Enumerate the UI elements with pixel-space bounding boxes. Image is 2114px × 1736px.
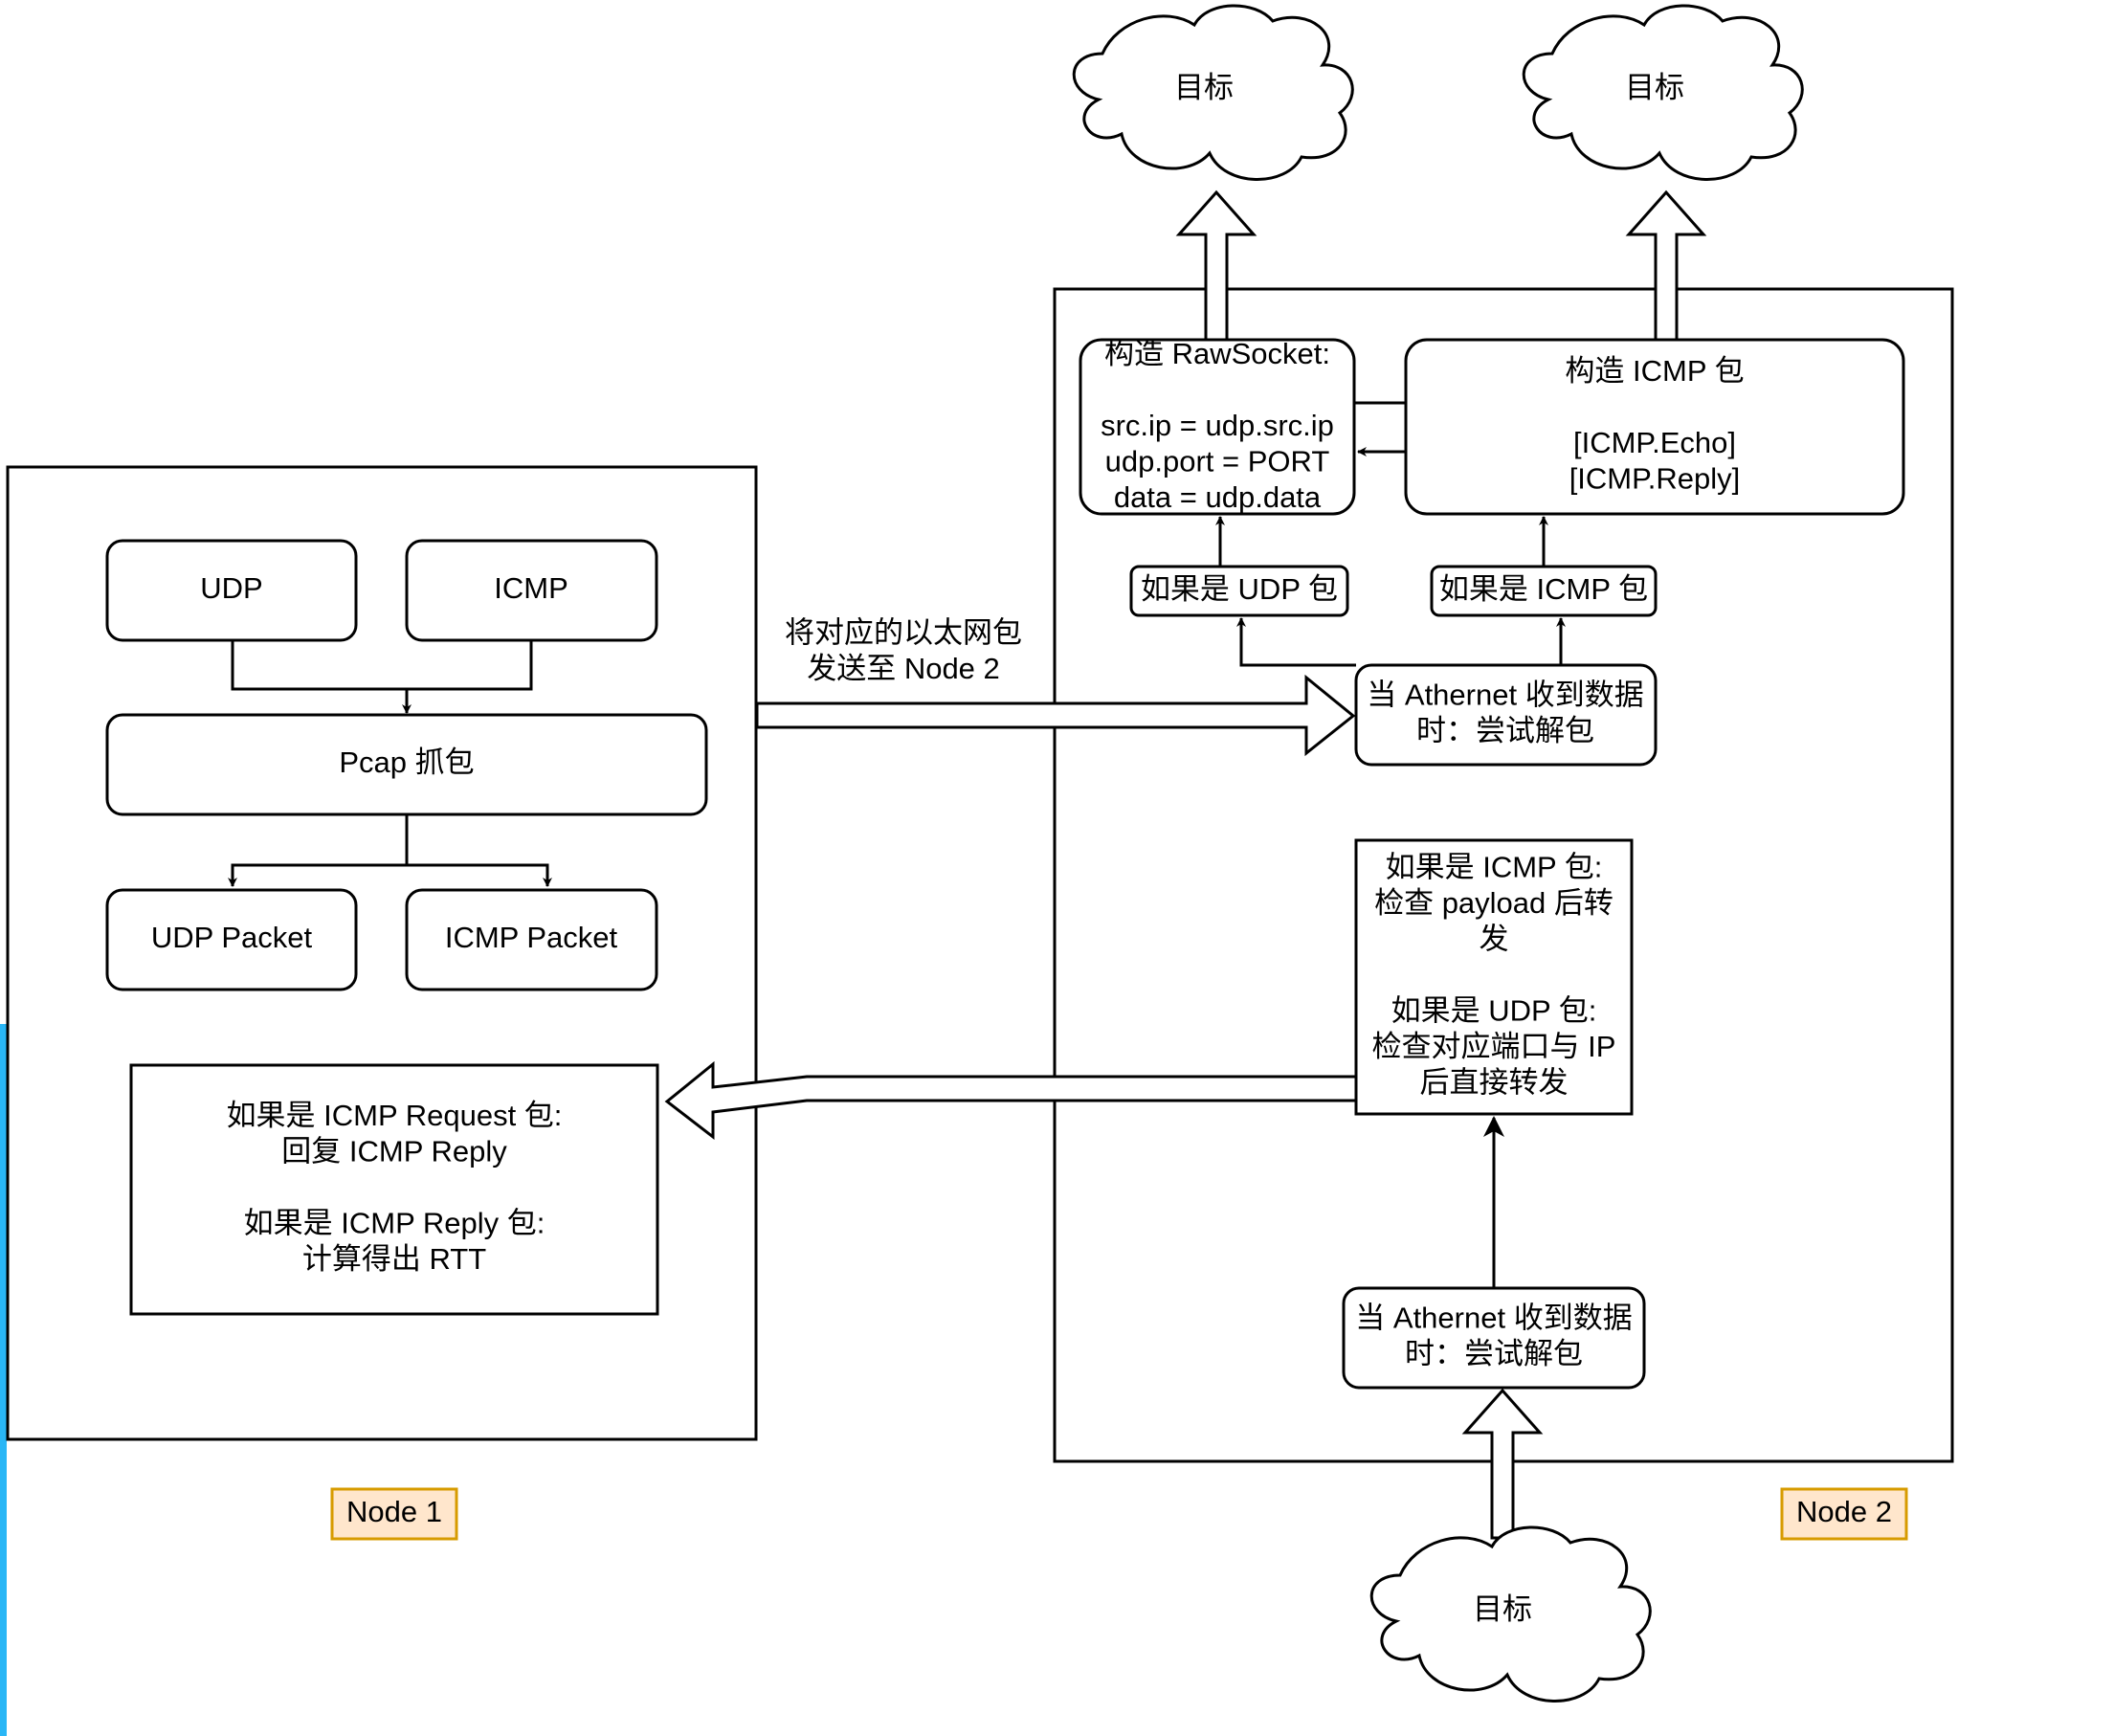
text-line: 构造 RawSocket: bbox=[1104, 337, 1330, 370]
text-line: udp.port = PORT bbox=[1105, 445, 1330, 479]
link-label: 将对应的以太网包发送至 Node 2 bbox=[785, 615, 1022, 685]
target-label-left: 目标 bbox=[1174, 71, 1234, 104]
text-line bbox=[390, 1170, 399, 1204]
forward-text: 如果是 ICMP 包:检查 payload 后转发 如果是 UDP 包:检查对应… bbox=[1372, 851, 1616, 1100]
icmp-reply-box bbox=[129, 1063, 659, 1316]
text-line: 检查 payload 后转 bbox=[1374, 886, 1613, 920]
icmp-packet-label: ICMP Packet bbox=[445, 921, 618, 954]
udp-to-pcap-line bbox=[231, 640, 407, 691]
text-line bbox=[1490, 958, 1499, 991]
node1-to-node2-arrow bbox=[755, 674, 1356, 757]
if-icmp-label: 如果是 ICMP 包 bbox=[1439, 572, 1648, 606]
if-udp-box bbox=[1129, 565, 1349, 617]
text-line: 时：尝试解包 bbox=[1416, 714, 1594, 747]
icmp-packet-box bbox=[405, 888, 658, 991]
text-line: 构造 ICMP 包 bbox=[1565, 354, 1744, 388]
recv-top-box bbox=[1354, 663, 1658, 767]
icmp-build-text: 构造 ICMP 包 [ICMP.Echo][ICMP.Reply] bbox=[1565, 354, 1744, 496]
text-line: 计算得出 RTT bbox=[302, 1242, 486, 1276]
node1-tag bbox=[330, 1487, 458, 1541]
text-line: 当 Athernet 收到数据 bbox=[1367, 678, 1643, 711]
text-line: [ICMP.Reply] bbox=[1569, 461, 1741, 495]
node2-tag-label: Node 2 bbox=[1796, 1495, 1892, 1528]
recv-top-text: 当 Athernet 收到数据时：尝试解包 bbox=[1367, 678, 1643, 747]
text-line: 当 Athernet 收到数据 bbox=[1355, 1301, 1632, 1334]
text-line bbox=[1213, 373, 1222, 407]
target-to-recv-arrow bbox=[1461, 1388, 1544, 1540]
icmp-to-pcap-line bbox=[402, 640, 533, 714]
icmp-build-box bbox=[1404, 338, 1905, 516]
text-line: 后直接转发 bbox=[1420, 1066, 1569, 1100]
udp-label: UDP bbox=[200, 571, 262, 605]
text-line: 如果是 ICMP Request 包: bbox=[227, 1099, 563, 1132]
icmp-reply-text: 如果是 ICMP Request 包:回复 ICMP Reply 如果是 ICM… bbox=[227, 1099, 563, 1276]
target-label-bottom: 目标 bbox=[1473, 1592, 1532, 1626]
target-cloud-left: 目标 bbox=[1072, 4, 1354, 181]
text-line: src.ip = udp.src.ip bbox=[1101, 409, 1334, 442]
target-label-right: 目标 bbox=[1625, 71, 1684, 104]
rawsocket-box bbox=[1079, 338, 1356, 516]
text-line: 时：尝试解包 bbox=[1405, 1337, 1583, 1370]
rawsocket-to-target-arrow bbox=[1175, 189, 1257, 342]
text-line: 发送至 Node 2 bbox=[807, 652, 1000, 685]
left-edge-accent bbox=[0, 1024, 7, 1736]
text-line: 发 bbox=[1480, 923, 1509, 956]
icmp-to-target-arrow bbox=[1625, 189, 1707, 342]
udp-packet-box bbox=[105, 888, 358, 991]
node2-tag bbox=[1780, 1487, 1908, 1541]
pcap-label: Pcap 抓包 bbox=[339, 746, 474, 779]
text-line: 将对应的以太网包 bbox=[785, 615, 1022, 649]
if-udp-label: 如果是 UDP 包 bbox=[1141, 572, 1338, 606]
text-line: 如果是 UDP 包: bbox=[1391, 994, 1597, 1028]
pcap-to-udp-packet bbox=[228, 863, 407, 887]
text-line: 回复 ICMP Reply bbox=[281, 1135, 507, 1168]
text-line: 如果是 ICMP Reply 包: bbox=[244, 1207, 545, 1240]
node1-tag-label: Node 1 bbox=[346, 1495, 442, 1528]
text-line bbox=[1651, 389, 1659, 423]
target-cloud-right: 目标 bbox=[1522, 4, 1804, 181]
icmp-label: ICMP bbox=[494, 571, 568, 605]
pcap-to-icmp-packet bbox=[407, 863, 552, 887]
text-line: data = udp.data bbox=[1114, 480, 1322, 514]
text-line: [ICMP.Echo] bbox=[1573, 426, 1736, 459]
text-line: 如果是 ICMP 包: bbox=[1386, 851, 1603, 884]
udp-packet-label: UDP Packet bbox=[151, 921, 313, 954]
node2-to-node1-arrow bbox=[664, 1060, 1358, 1141]
recv-top-to-if-udp bbox=[1236, 617, 1356, 667]
recv-bottom-text: 当 Athernet 收到数据时：尝试解包 bbox=[1355, 1301, 1632, 1370]
text-line: 检查对应端口与 IP bbox=[1372, 1030, 1616, 1063]
forward-box bbox=[1354, 838, 1634, 1116]
target-cloud-bottom: 目标 bbox=[1369, 1525, 1652, 1703]
